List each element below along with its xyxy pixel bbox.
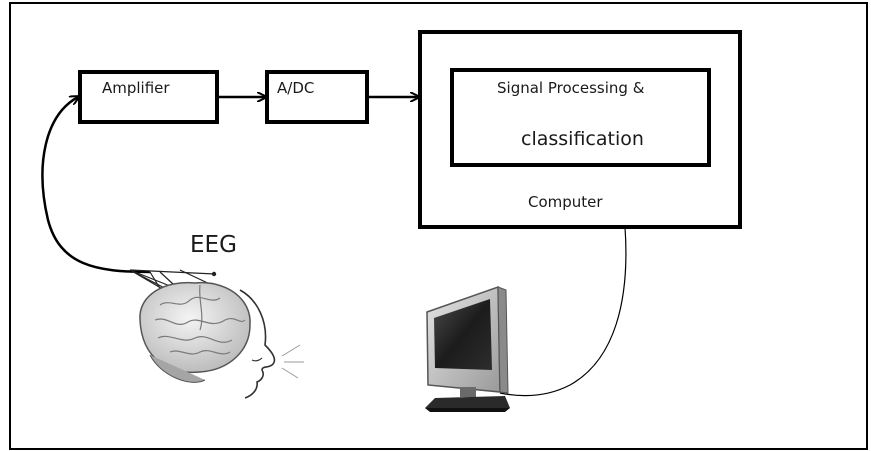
computer-label: Computer <box>528 193 603 211</box>
signal-processing-label: Signal Processing & <box>497 79 645 97</box>
adc-label: A/DC <box>277 79 315 97</box>
monitor-icon <box>425 285 510 412</box>
eeg-label: EEG <box>190 232 237 258</box>
amplifier-label: Amplifier <box>102 79 170 97</box>
signal-processing-block <box>450 68 711 167</box>
electrode-cable <box>41 97 151 274</box>
outer-frame <box>9 2 868 450</box>
brain-head-icon <box>129 269 304 399</box>
monitor-cable <box>499 226 627 397</box>
classification-label: classification <box>521 128 644 150</box>
adc-block <box>265 70 369 124</box>
